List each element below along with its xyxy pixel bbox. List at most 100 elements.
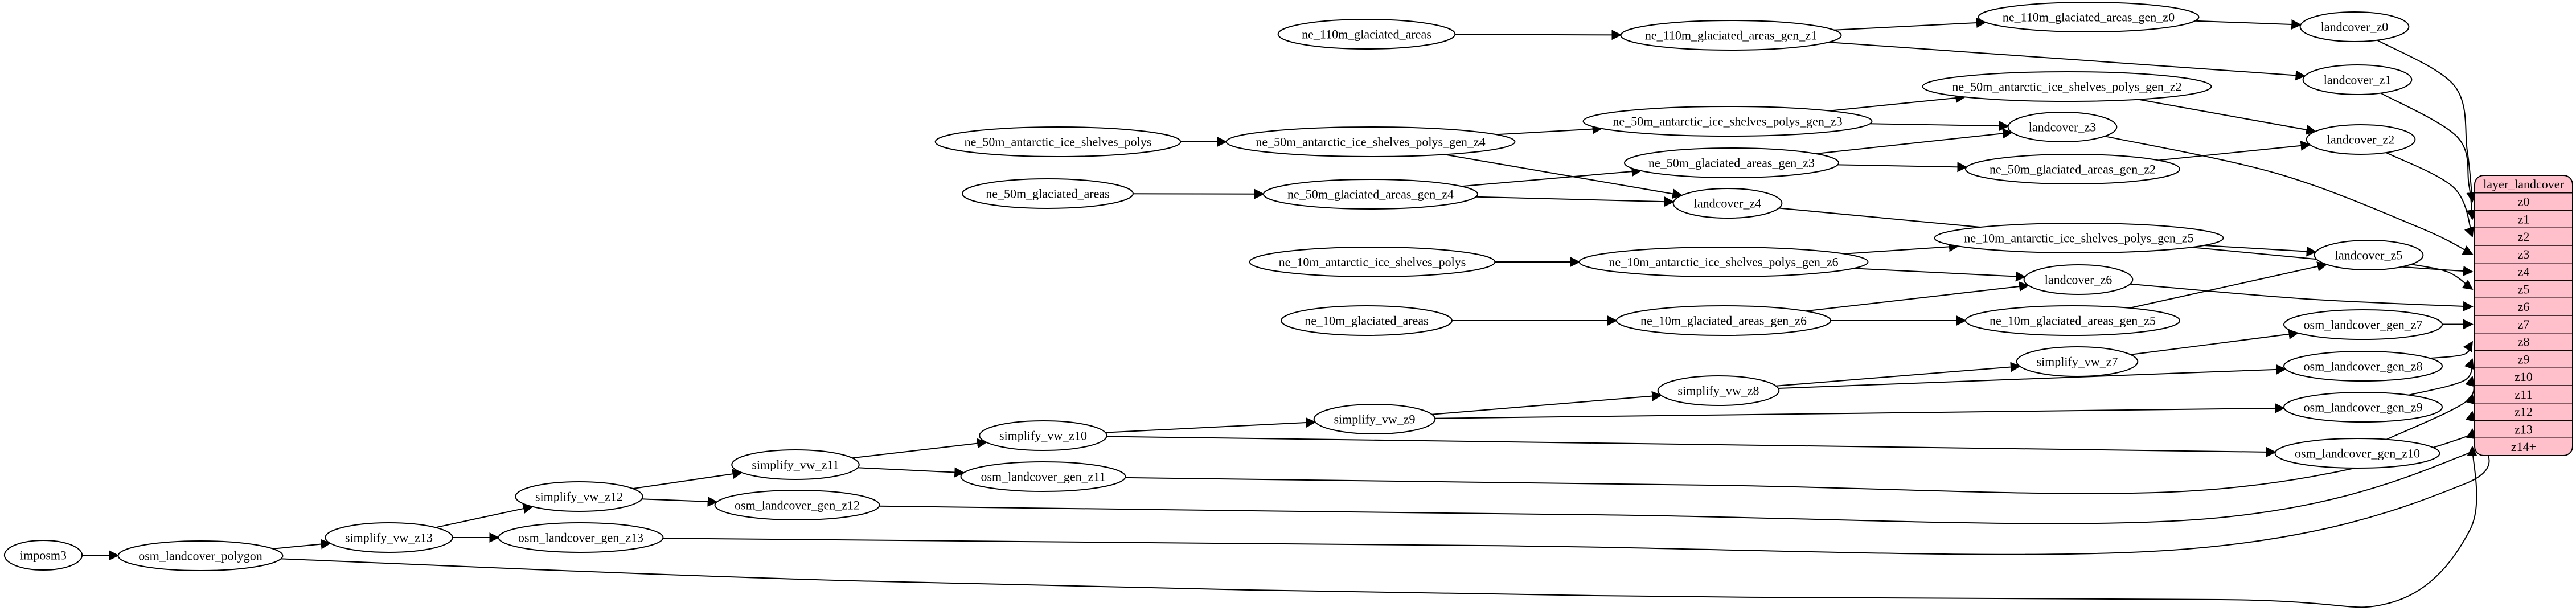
node-label: landcover_z6: [2045, 273, 2113, 287]
edge-osm_landcover_gen_z10-to-layer-z10: [2386, 375, 2475, 440]
edge-ne_50m_antarctic_ice_shelves_polys_gen_z4-to-ne_50m_antarctic_ice_shelves_polys_gen_z3: [1496, 124, 1603, 136]
node-ellipse: [1225, 126, 1516, 157]
node-ellipse: [2302, 64, 2413, 95]
node-label: osm_landcover_gen_z8: [2304, 359, 2423, 374]
node-ne_50m_antarctic_ice_shelves_polys_gen_z2: ne_50m_antarctic_ice_shelves_polys_gen_z…: [1922, 71, 2212, 102]
node-label: ne_10m_glaciated_areas_gen_z6: [1640, 314, 1807, 328]
node-label: simplify_vw_z11: [752, 458, 839, 472]
node-ellipse: [960, 461, 1126, 492]
edge-ne_110m_glaciated_areas_gen_z1-to-landcover_z1: [1828, 42, 2306, 81]
node-ellipse: [1262, 179, 1479, 210]
edge-ne_50m_glaciated_areas_gen_z4-to-ne_50m_glaciated_areas_gen_z3: [1461, 166, 1642, 187]
node-landcover_z5: landcover_z5: [2314, 240, 2424, 270]
node-label: osm_landcover_gen_z7: [2304, 318, 2423, 332]
edge-ne_50m_glaciated_areas_gen_z4-to-landcover_z4: [1475, 196, 1675, 207]
node-ellipse: [2283, 351, 2443, 382]
node-ellipse: [1281, 305, 1453, 336]
node-label: ne_50m_antarctic_ice_shelves_polys_gen_z…: [1256, 135, 1485, 149]
node-ellipse: [1313, 404, 1436, 434]
table-row-z9: z9: [2518, 352, 2530, 366]
edge-simplify_vw_z11-to-osm_landcover_gen_z11: [858, 467, 965, 478]
node-ellipse: [3, 540, 83, 571]
node-label: landcover_z5: [2335, 248, 2403, 263]
node-ellipse: [1672, 188, 1783, 219]
node-osm_landcover_gen_z7: osm_landcover_gen_z7: [2283, 309, 2443, 340]
node-ellipse: [934, 126, 1182, 157]
table-row-z5: z5: [2518, 282, 2530, 296]
node-label: ne_50m_glaciated_areas_gen_z3: [1648, 156, 1815, 170]
node-label: ne_50m_glaciated_areas_gen_z2: [1990, 162, 2156, 177]
edge-simplify_vw_z12-to-osm_landcover_gen_z12: [642, 496, 718, 507]
edge-landcover_z0-to-layer-z0: [2377, 39, 2477, 203]
node-simplify_vw_z11: simplify_vw_z11: [731, 449, 860, 480]
node-ellipse: [2283, 392, 2443, 423]
node-label: landcover_z4: [1694, 196, 1762, 211]
node-ellipse: [2306, 124, 2416, 155]
node-ne_50m_glaciated_areas_gen_z3: ne_50m_glaciated_areas_gen_z3: [1623, 147, 1840, 178]
edge-simplify_vw_z12-to-simplify_vw_z11: [633, 469, 743, 490]
node-ellipse: [117, 540, 284, 571]
node-ne_10m_antarctic_ice_shelves_polys_gen_z5: ne_10m_antarctic_ice_shelves_polys_gen_z…: [1934, 223, 2224, 253]
node-ne_110m_glaciated_areas: ne_110m_glaciated_areas: [1277, 19, 1456, 50]
node-landcover_z0: landcover_z0: [2299, 11, 2410, 42]
node-ellipse: [1964, 154, 2181, 184]
edge-ne_50m_antarctic_ice_shelves_polys_gen_z3-to-landcover_z3: [1869, 121, 2009, 132]
node-ellipse: [1578, 247, 1869, 277]
edge-ne_10m_antarctic_ice_shelves_polys_gen_z5-to-landcover_z5: [2204, 245, 2317, 257]
edge-simplify_vw_z8-to-osm_landcover_gen_z8: [1778, 364, 2287, 389]
node-ellipse: [1922, 71, 2212, 102]
node-label: osm_landcover_gen_z10: [2295, 446, 2420, 461]
node-label: ne_110m_glaciated_areas_gen_z1: [1645, 28, 1817, 43]
node-ellipse: [1978, 2, 2200, 32]
node-label: simplify_vw_z8: [1678, 384, 1759, 398]
node-label: ne_50m_antarctic_ice_shelves_polys_gen_z…: [1613, 114, 1842, 129]
node-osm_landcover_polygon: osm_landcover_polygon: [117, 540, 284, 571]
edge-ne_50m_glaciated_areas_gen_z3-to-landcover_z3: [1815, 128, 2013, 154]
table-row-z2: z2: [2518, 229, 2530, 244]
node-simplify_vw_z13: simplify_vw_z13: [325, 522, 453, 553]
nodes-layer: imposm3 osm_landcover_polygon simplify_vw_…: [3, 2, 2443, 571]
node-label: osm_landcover_gen_z9: [2304, 400, 2423, 415]
node-label: ne_10m_glaciated_areas_gen_z5: [1990, 314, 2156, 328]
node-label: ne_10m_antarctic_ice_shelves_polys_gen_z…: [1964, 231, 2193, 245]
node-osm_landcover_gen_z8: osm_landcover_gen_z8: [2283, 351, 2443, 382]
node-label: imposm3: [20, 548, 67, 563]
node-landcover_z3: landcover_z3: [2007, 112, 2118, 142]
node-label: simplify_vw_z10: [999, 429, 1087, 443]
layer-table-title: layer_landcover: [2483, 177, 2564, 191]
node-ne_50m_antarctic_ice_shelves_polys_gen_z3: ne_50m_antarctic_ice_shelves_polys_gen_z…: [1582, 106, 1873, 137]
node-label: osm_landcover_polygon: [138, 549, 262, 563]
node-ellipse: [1620, 20, 1842, 51]
node-imposm3: imposm3: [3, 540, 83, 571]
node-label: simplify_vw_z7: [2037, 355, 2118, 369]
node-label: landcover_z1: [2324, 73, 2392, 87]
node-ellipse: [1964, 305, 2181, 336]
node-simplify_vw_z12: simplify_vw_z12: [515, 481, 643, 512]
node-ellipse: [1615, 305, 1832, 336]
node-ne_50m_glaciated_areas_gen_z4: ne_50m_glaciated_areas_gen_z4: [1262, 179, 1479, 210]
edge-ne_50m_glaciated_areas_gen_z3-to-ne_50m_glaciated_areas_gen_z2: [1837, 162, 1968, 173]
node-ne_50m_antarctic_ice_shelves_polys: ne_50m_antarctic_ice_shelves_polys: [934, 126, 1182, 157]
table-row-z3: z3: [2518, 247, 2530, 261]
edge-ne_50m_antarctic_ice_shelves_polys_gen_z2-to-landcover_z2: [2138, 99, 2317, 135]
node-landcover_z4: landcover_z4: [1672, 188, 1783, 219]
table-row-z1: z1: [2518, 212, 2530, 226]
node-label: ne_50m_glaciated_areas_gen_z4: [1287, 187, 1454, 202]
node-ne_10m_glaciated_areas: ne_10m_glaciated_areas: [1281, 305, 1453, 336]
edge-osm_landcover_gen_z12-to-layer-z12: [879, 411, 2487, 524]
node-label: ne_10m_antarctic_ice_shelves_polys_gen_z…: [1609, 255, 1838, 269]
node-label: ne_10m_glaciated_areas: [1305, 314, 1428, 328]
node-ellipse: [1277, 19, 1456, 50]
node-ellipse: [2016, 346, 2139, 377]
node-ellipse: [1623, 147, 1840, 178]
node-label: osm_landcover_gen_z11: [981, 470, 1105, 484]
node-ellipse: [2314, 240, 2424, 270]
edge-osm_landcover_polygon-to-simplify_vw_z13: [273, 539, 331, 550]
edge-simplify_vw_z10-to-simplify_vw_z9: [1105, 417, 1316, 433]
edge-ne_110m_glaciated_areas_gen_z1-to-ne_110m_glaciated_areas_gen_z0: [1833, 18, 1987, 31]
edge-osm_landcover_gen_z13-to-layer-z13: [663, 428, 2490, 555]
table-row-z11: z11: [2515, 387, 2533, 401]
table-row-z0: z0: [2518, 195, 2530, 209]
